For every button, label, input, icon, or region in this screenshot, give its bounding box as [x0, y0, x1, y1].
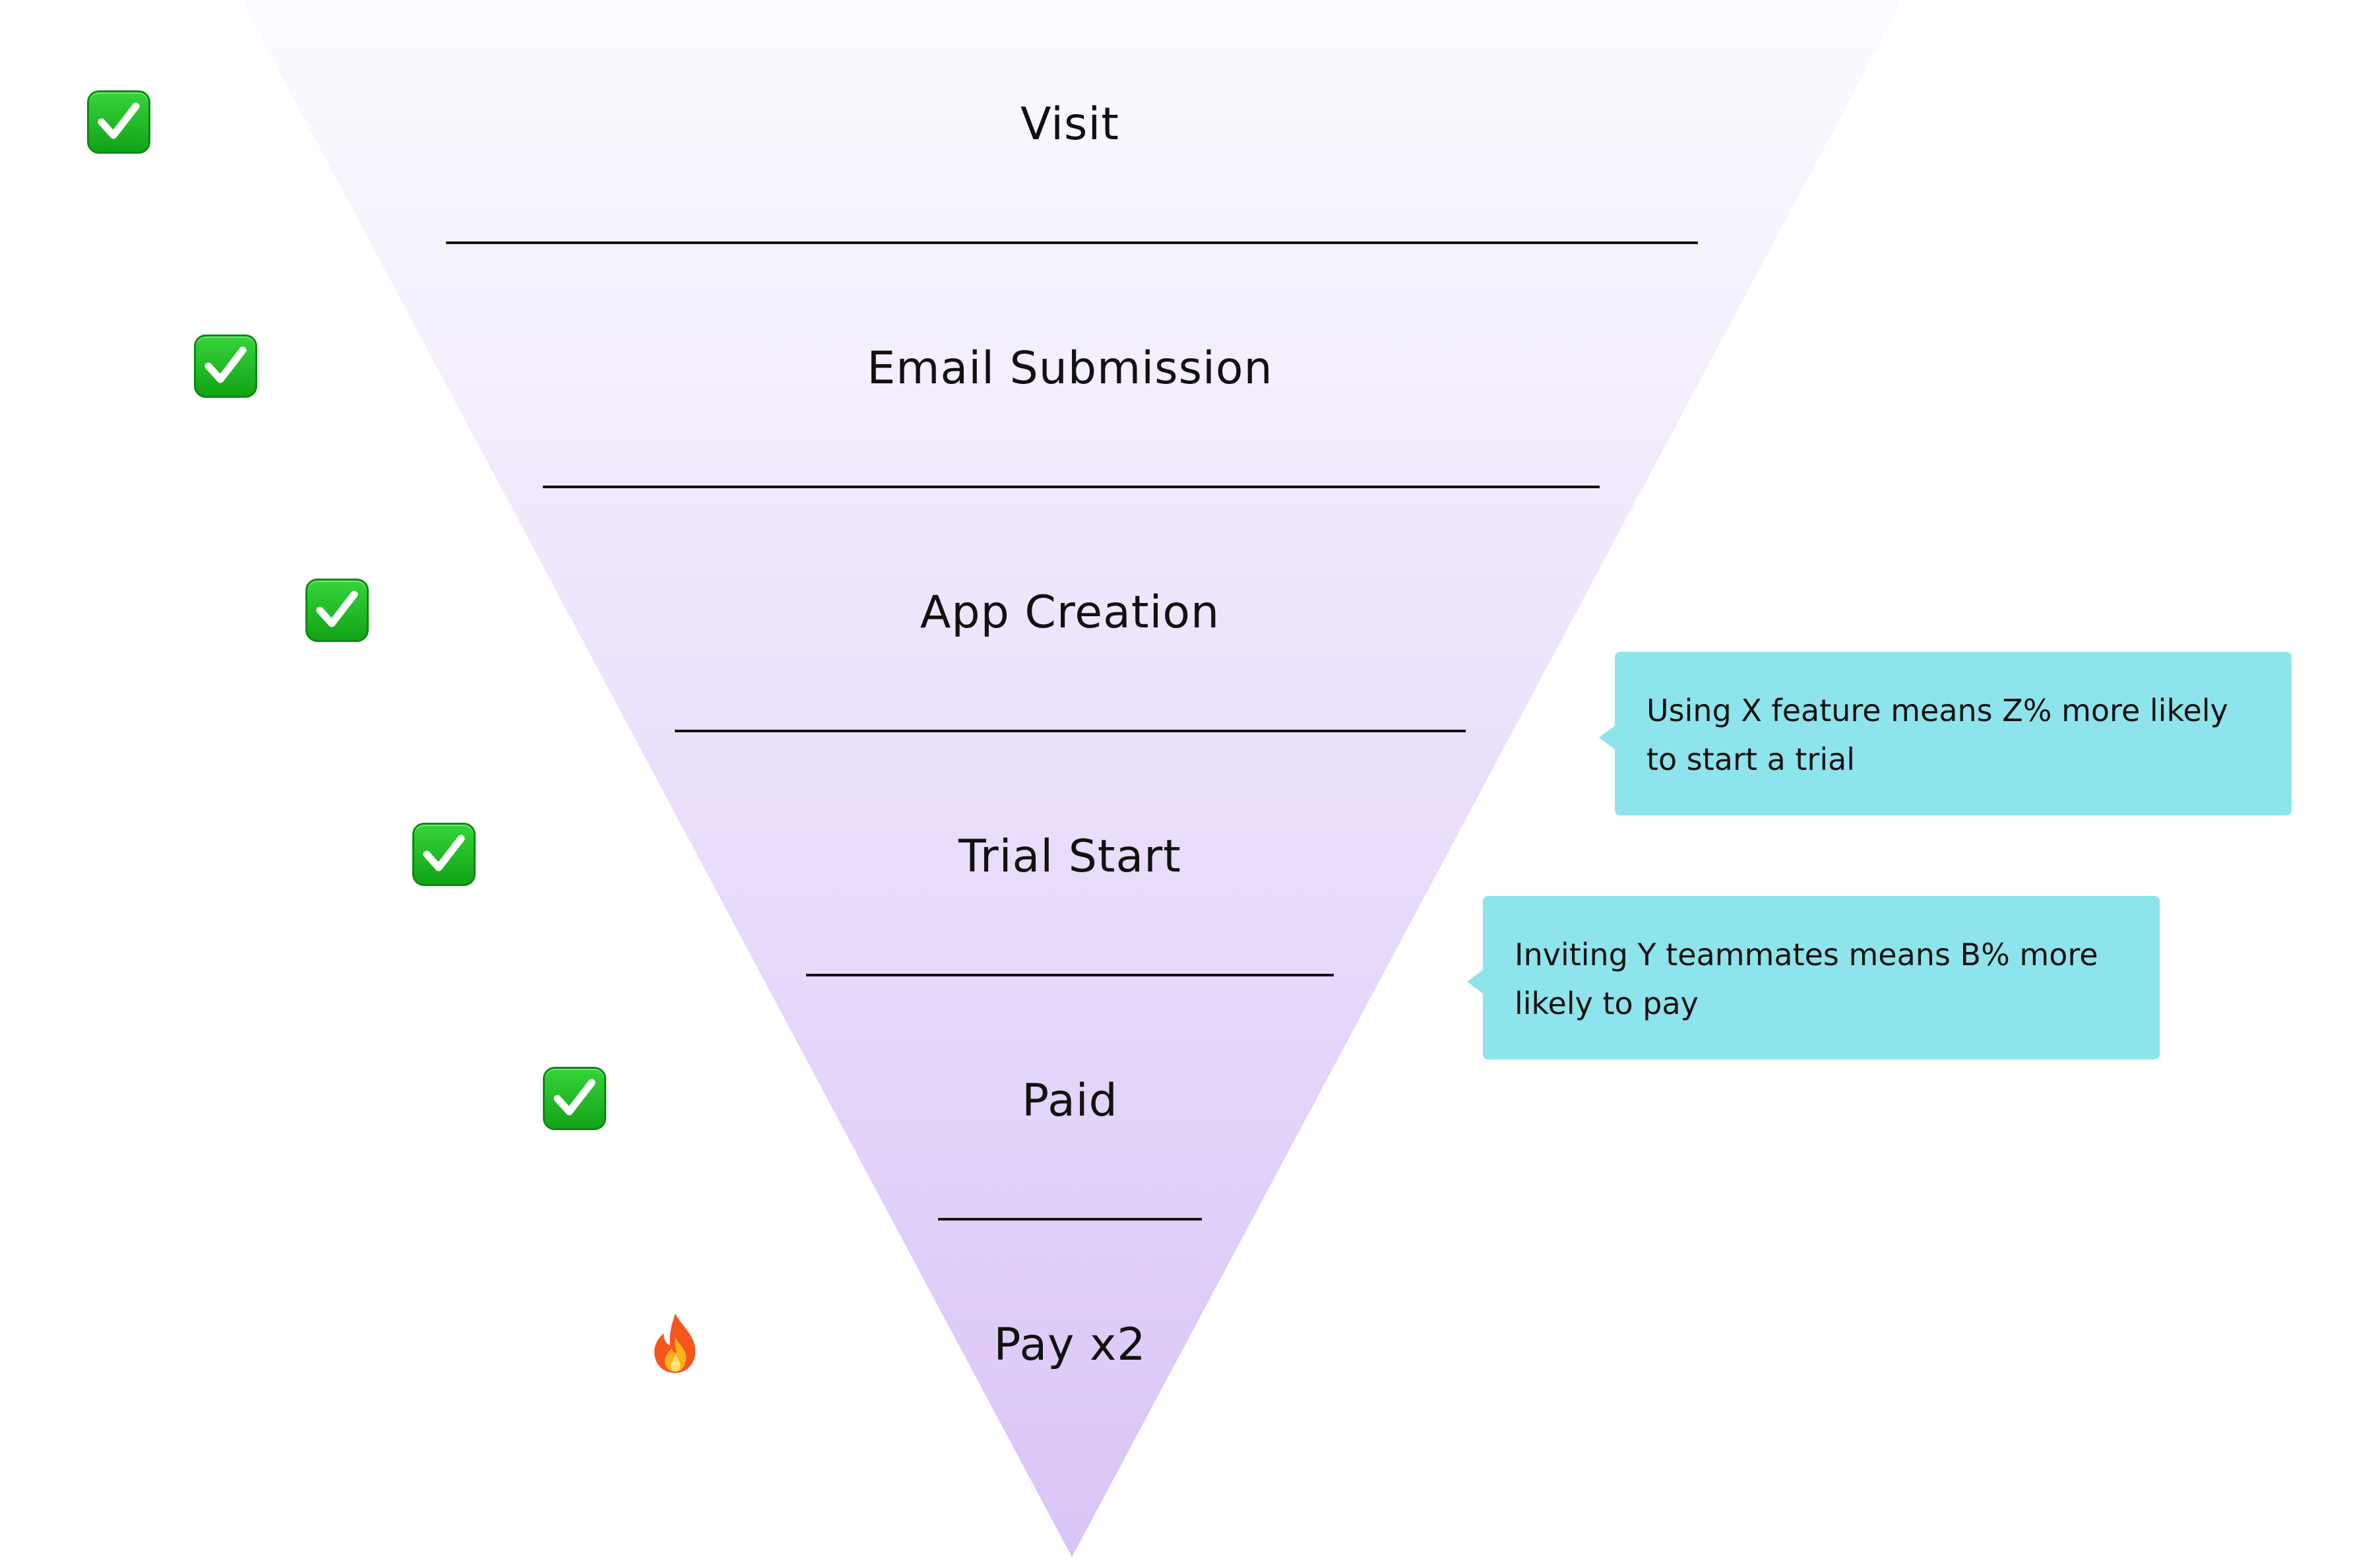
stage-label-visit: Visit [1020, 98, 1119, 150]
check-icon [194, 334, 257, 398]
check-icon [87, 90, 150, 154]
callout-pay-insight: Inviting Y teammates means B% more likel… [1467, 896, 2160, 1060]
callout-trial-insight: Using X feature means Z% more likely to … [1599, 652, 2292, 815]
check-icon [412, 823, 476, 886]
fire-icon [644, 1311, 707, 1374]
callout-line: Inviting Y teammates means B% more [1515, 937, 2098, 972]
stage-label-paid: Paid [1022, 1075, 1118, 1127]
callout-line: Using X feature means Z% more likely [1646, 693, 2228, 728]
stage-label-email-submission: Email Submission [867, 342, 1272, 395]
stage-label-trial-start: Trial Start [958, 831, 1181, 883]
callout-line: to start a trial [1646, 742, 1856, 777]
check-icon [543, 1067, 606, 1130]
callout-line: likely to pay [1515, 986, 1699, 1021]
check-icon [305, 579, 369, 642]
funnel-shape [241, 0, 1903, 1557]
stage-label-app-creation: App Creation [920, 587, 1220, 639]
stage-label-pay-x2: Pay x2 [994, 1319, 1146, 1371]
